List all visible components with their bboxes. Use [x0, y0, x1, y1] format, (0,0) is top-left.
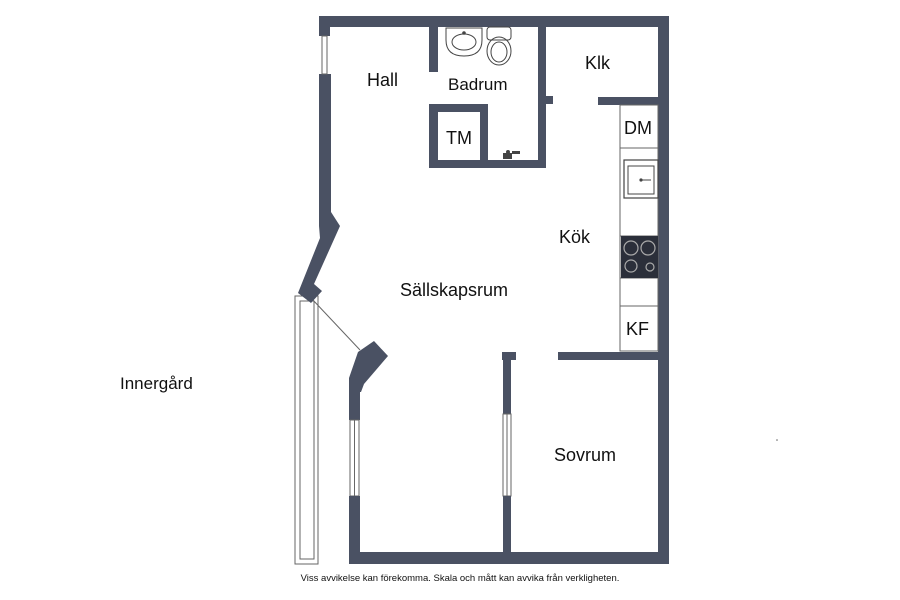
room-label-tm: TM [446, 128, 472, 148]
room-label-kok: Kök [559, 227, 591, 247]
washing-machine-connection-icon [503, 150, 520, 159]
wall-top [319, 16, 669, 27]
room-label-dm: DM [624, 118, 652, 138]
wall-bath-left-a [429, 16, 438, 72]
outside-label-innergard: Innergård [120, 374, 193, 393]
wall-tm-top [429, 104, 488, 112]
wall-klk-bottom [598, 97, 664, 105]
wall-bed-left-c [503, 496, 511, 560]
wall-klk-left [538, 16, 546, 98]
wall-left-upper-a [319, 16, 330, 36]
walls [298, 16, 669, 564]
wall-bed-left-b [503, 352, 511, 414]
wall-left-lower-b [349, 496, 360, 564]
stove-icon [621, 236, 658, 278]
window-left-top [321, 35, 328, 75]
toilet-icon [486, 26, 512, 66]
room-label-kf: KF [626, 319, 649, 339]
washbasin-icon [445, 27, 483, 57]
wall-right [658, 16, 669, 564]
room-label-hall: Hall [367, 70, 398, 90]
room-label-klk: Klk [585, 53, 611, 73]
room-label-sovrum: Sovrum [554, 445, 616, 465]
kitchen-counter [619, 104, 659, 352]
wall-bath-left-b [429, 104, 438, 168]
wall-klk-stub [538, 96, 553, 104]
sink-icon [623, 159, 659, 199]
stray-dot [776, 439, 778, 441]
room-label-badrum: Badrum [448, 75, 508, 94]
disclaimer: Viss avvikelse kan förekomma. Skala och … [300, 573, 620, 584]
wall-left-bay [298, 74, 340, 303]
wall-tm-right [480, 104, 488, 168]
wall-bed-top [558, 352, 664, 360]
room-label-sallskapsrum: Sällskapsrum [400, 280, 508, 300]
wall-left-lower-a [349, 378, 360, 420]
